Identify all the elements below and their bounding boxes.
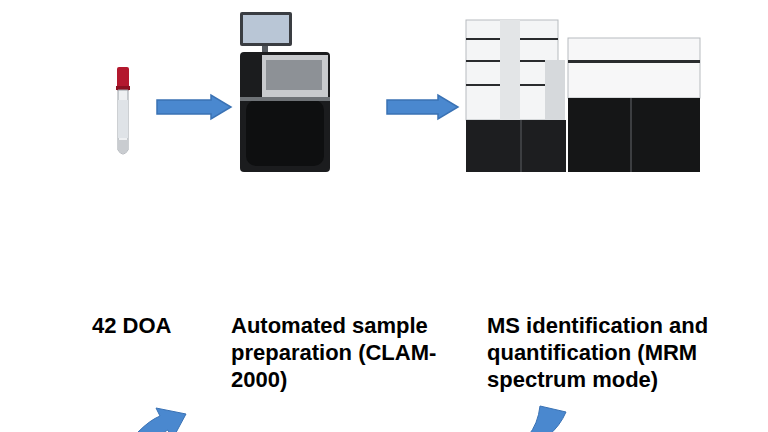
step-caption: MS identification and quantification (MR… [487, 312, 749, 393]
instrument-window [262, 55, 328, 97]
arrow-shape [387, 95, 458, 119]
lc-module [500, 20, 520, 120]
instrument-body [240, 52, 330, 172]
tube-bottom [118, 140, 128, 154]
ms-top [568, 38, 700, 98]
tube-label [118, 100, 128, 138]
step-caption: 42 DOA [92, 312, 252, 339]
sample-rack [266, 60, 322, 90]
ms-base [568, 98, 700, 172]
ms-line [568, 60, 700, 63]
flow-arrow [387, 95, 458, 119]
lc-base [466, 120, 566, 172]
flow-arrow [157, 95, 231, 119]
clam-instrument [240, 12, 330, 172]
tube-body [118, 90, 128, 154]
lc-module [545, 60, 565, 120]
panel-line [240, 97, 330, 101]
cycle-arrow [138, 408, 186, 432]
tube-cap-rim [116, 86, 130, 90]
instrument-step: Automated sample preparation (CLAM-2000) [235, 12, 332, 174]
monitor-screen [243, 15, 289, 43]
step-caption: Automated sample preparation (CLAM-2000) [231, 312, 459, 393]
front-panel [246, 100, 324, 166]
door-line [630, 98, 632, 172]
instrument-step: MS identification and quantification (MR… [462, 18, 702, 174]
lcms-instrument [466, 20, 700, 172]
tube-cap [117, 67, 129, 91]
instrument-step: 42 DOA [108, 64, 138, 160]
door-line [520, 120, 522, 172]
blood-tube [116, 67, 130, 154]
arrow-shape [157, 95, 231, 119]
lc-stack [466, 20, 558, 120]
monitor-frame [240, 12, 292, 46]
cycle-arrow [528, 406, 566, 432]
